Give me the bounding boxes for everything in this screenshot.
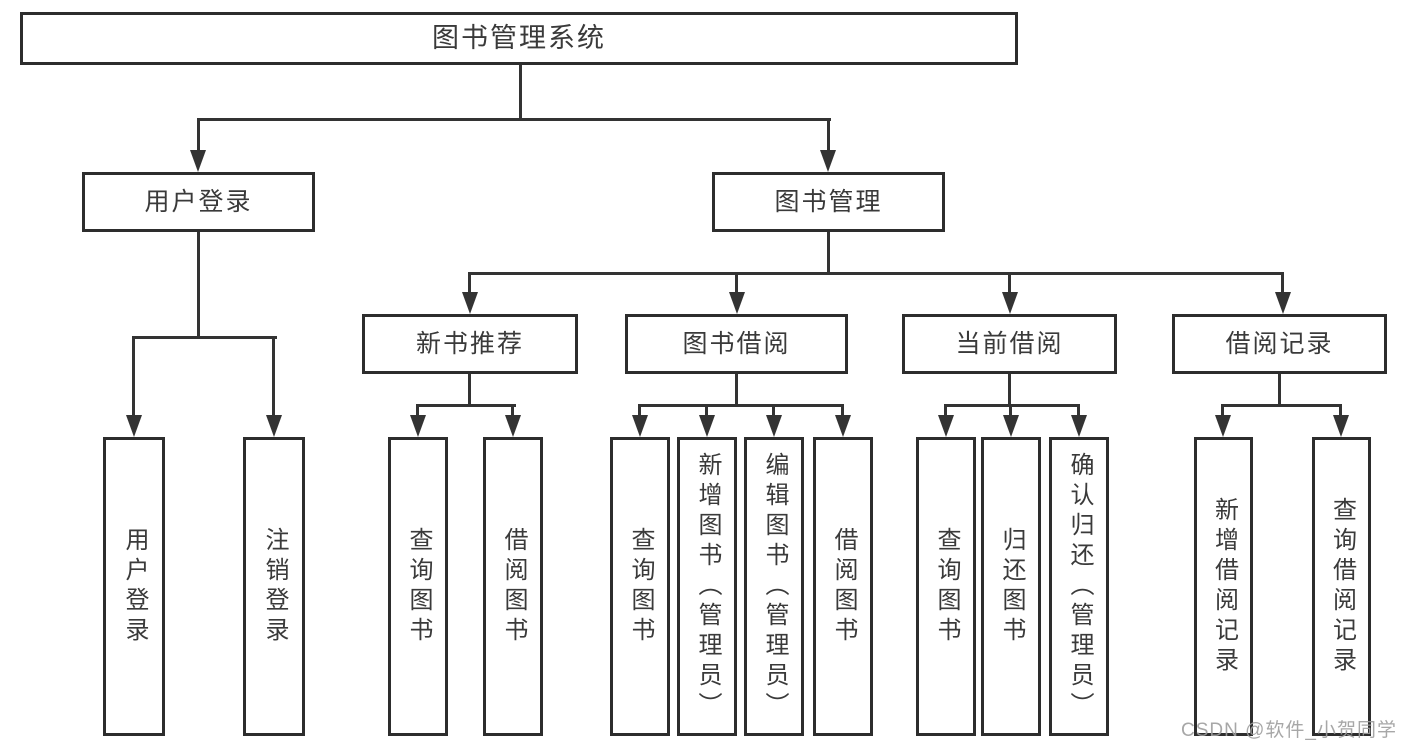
connector-line xyxy=(1278,373,1281,407)
node-book-borrowing: 图书借阅 xyxy=(625,314,848,374)
arrow-down-icon xyxy=(505,415,521,437)
connector-line xyxy=(1008,373,1011,407)
connector-line xyxy=(1281,272,1284,294)
leaf-edit-books-admin: 编辑图书（管理员） xyxy=(744,437,804,736)
connector-line xyxy=(468,373,471,407)
connector-line xyxy=(827,118,830,154)
connector-line xyxy=(944,404,1080,407)
connector-line xyxy=(416,404,419,418)
arrow-down-icon xyxy=(1071,415,1087,437)
connector-line xyxy=(468,272,471,294)
arrow-down-icon xyxy=(266,415,282,437)
leaf-query-books-recommend: 查询图书 xyxy=(388,437,448,736)
arrow-down-icon xyxy=(1275,292,1291,314)
arrow-down-icon xyxy=(820,150,836,172)
connector-line xyxy=(827,231,830,275)
leaf-add-borrow-record: 新增借阅记录 xyxy=(1194,437,1253,736)
connector-line xyxy=(519,64,522,120)
connector-line xyxy=(197,118,200,154)
connector-line xyxy=(132,336,277,339)
connector-line xyxy=(132,336,135,418)
leaf-borrow-books: 借阅图书 xyxy=(813,437,873,736)
leaf-query-books-current: 查询图书 xyxy=(916,437,976,736)
arrow-down-icon xyxy=(1003,415,1019,437)
arrow-down-icon xyxy=(729,292,745,314)
leaf-borrow-books-recommend: 借阅图书 xyxy=(483,437,543,736)
node-book-management-branch: 图书管理 xyxy=(712,172,945,232)
connector-line xyxy=(1221,404,1224,418)
connector-line xyxy=(1009,404,1012,418)
leaf-confirm-return-admin: 确认归还（管理员） xyxy=(1049,437,1109,736)
arrow-down-icon xyxy=(190,150,206,172)
arrow-down-icon xyxy=(835,415,851,437)
arrow-down-icon xyxy=(1215,415,1231,437)
connector-line xyxy=(1221,404,1342,407)
connector-line xyxy=(705,404,708,418)
connector-line xyxy=(468,272,1284,275)
connector-line xyxy=(841,404,844,418)
arrow-down-icon xyxy=(766,415,782,437)
connector-line xyxy=(735,272,738,294)
arrow-down-icon xyxy=(632,415,648,437)
connector-line xyxy=(197,118,831,121)
csdn-watermark: CSDN @软件_小贺同学 xyxy=(1181,720,1397,741)
leaf-user-login: 用户登录 xyxy=(103,437,165,736)
connector-line xyxy=(735,373,738,407)
arrow-down-icon xyxy=(410,415,426,437)
arrow-down-icon xyxy=(126,415,142,437)
leaf-logout: 注销登录 xyxy=(243,437,305,736)
connector-line xyxy=(1339,404,1342,418)
node-borrowing-records: 借阅记录 xyxy=(1172,314,1387,374)
arrow-down-icon xyxy=(699,415,715,437)
arrow-down-icon xyxy=(938,415,954,437)
connector-line xyxy=(638,404,641,418)
connector-line xyxy=(944,404,947,418)
node-new-book-recommend: 新书推荐 xyxy=(362,314,578,374)
arrow-down-icon xyxy=(1333,415,1349,437)
connector-line xyxy=(511,404,514,418)
connector-line xyxy=(1008,272,1011,294)
connector-line xyxy=(772,404,775,418)
arrow-down-icon xyxy=(1002,292,1018,314)
node-root-library-system: 图书管理系统 xyxy=(20,12,1018,65)
node-user-login-branch: 用户登录 xyxy=(82,172,315,232)
connector-line xyxy=(197,231,200,339)
leaf-return-books: 归还图书 xyxy=(981,437,1041,736)
connector-line xyxy=(272,336,275,418)
leaf-query-borrow-record: 查询借阅记录 xyxy=(1312,437,1371,736)
arrow-down-icon xyxy=(462,292,478,314)
node-current-borrowing: 当前借阅 xyxy=(902,314,1117,374)
connector-line xyxy=(416,404,516,407)
leaf-add-books-admin: 新增图书（管理员） xyxy=(677,437,737,736)
leaf-query-books-borrowing: 查询图书 xyxy=(610,437,670,736)
connector-line xyxy=(1077,404,1080,418)
connector-line xyxy=(638,404,844,407)
